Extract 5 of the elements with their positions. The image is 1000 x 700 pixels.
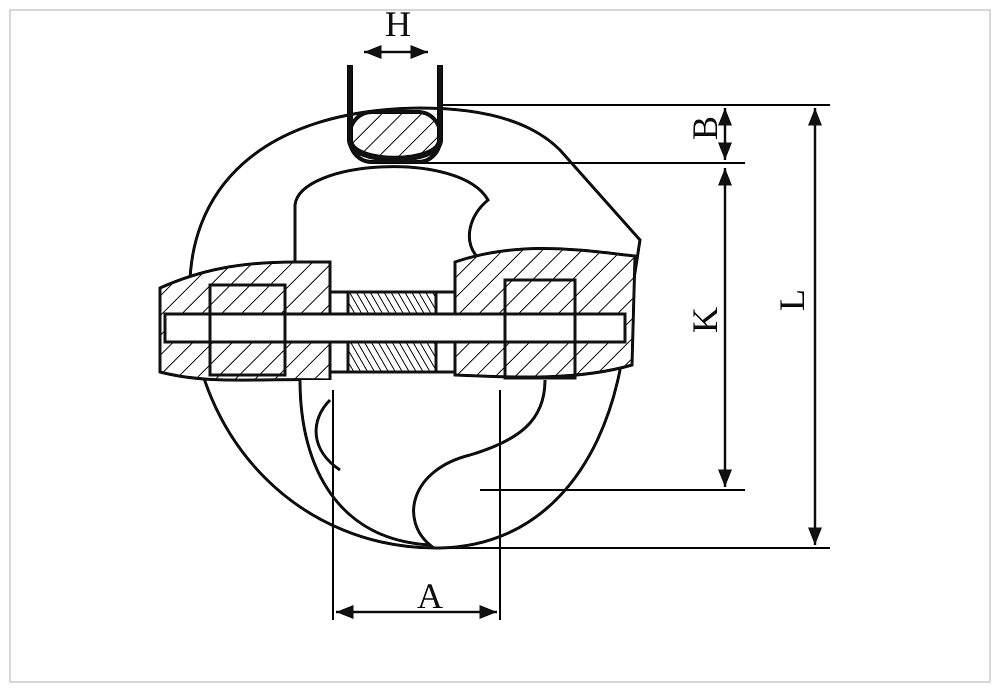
dimension-label: A [417, 578, 443, 614]
dimension-label: B [687, 116, 723, 140]
dimension-label: L [774, 289, 810, 311]
dimension-label: H [385, 6, 411, 42]
dimension-label: K [687, 307, 723, 333]
